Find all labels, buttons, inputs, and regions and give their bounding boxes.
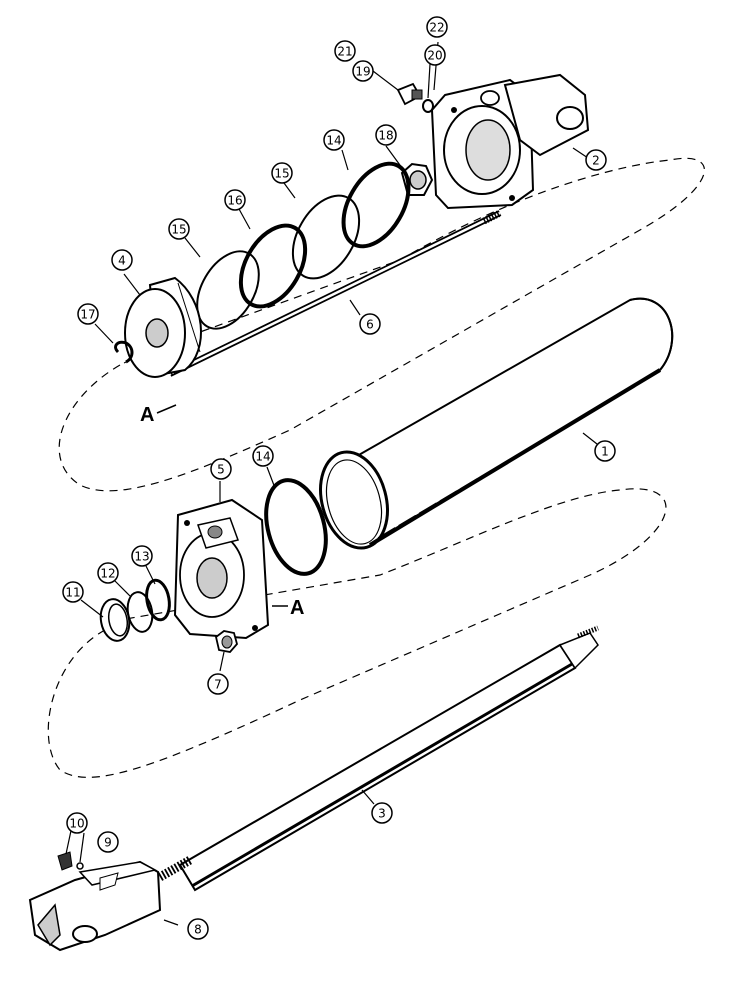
callout-3: 3 xyxy=(371,802,393,824)
svg-text:5: 5 xyxy=(217,463,225,477)
section-marker-upper: A xyxy=(140,404,154,426)
tie-rod-nut-part xyxy=(214,630,238,653)
callout-19: 19 xyxy=(352,60,374,82)
plug-fitting-part xyxy=(396,82,423,106)
callout-13: 13 xyxy=(131,545,153,567)
backup-ring-right-part xyxy=(291,194,361,280)
svg-text:6: 6 xyxy=(366,318,374,332)
callout-14-lower: 14 xyxy=(252,445,274,467)
svg-text:16: 16 xyxy=(227,194,242,208)
callout-15-right: 15 xyxy=(271,162,293,184)
svg-text:17: 17 xyxy=(80,308,95,322)
rear-head-part xyxy=(430,73,590,210)
svg-text:14: 14 xyxy=(326,134,341,148)
callout-20: 20 xyxy=(424,44,446,66)
section-marker-lower: A xyxy=(290,597,304,619)
svg-text:10: 10 xyxy=(69,817,84,831)
callout-8: 8 xyxy=(187,918,209,940)
svg-text:8: 8 xyxy=(194,923,202,937)
section-marker-upper-leader xyxy=(156,404,177,414)
callout-2: 2 xyxy=(585,149,607,171)
piston-rod-part xyxy=(157,625,599,892)
cylinder-barrel-part xyxy=(319,297,674,550)
lower-assembly-dashed-outline xyxy=(47,488,667,778)
svg-text:13: 13 xyxy=(134,550,149,564)
callout-5: 5 xyxy=(210,458,232,480)
svg-text:22: 22 xyxy=(429,21,444,35)
rod-clevis-part xyxy=(28,860,162,952)
rod-wiper-part xyxy=(99,598,131,642)
svg-text:3: 3 xyxy=(378,807,386,821)
svg-text:20: 20 xyxy=(427,49,442,63)
callout-18: 18 xyxy=(375,124,397,146)
svg-text:9: 9 xyxy=(104,836,112,850)
ball-part xyxy=(76,862,84,870)
callout-1: 1 xyxy=(594,440,616,462)
callout-6: 6 xyxy=(359,313,381,335)
svg-text:11: 11 xyxy=(65,586,80,600)
svg-text:21: 21 xyxy=(337,45,352,59)
callout-15-left: 15 xyxy=(168,218,190,240)
grease-fitting-part xyxy=(57,851,73,871)
piston-part xyxy=(124,276,202,378)
rod-seal-ring-part xyxy=(145,578,171,622)
front-head-part xyxy=(173,498,270,640)
svg-text:19: 19 xyxy=(355,65,370,79)
callout-9: 9 xyxy=(97,831,119,853)
svg-text:18: 18 xyxy=(378,129,393,143)
callout-leaders xyxy=(65,41,598,926)
backup-ring-left-part xyxy=(196,250,260,330)
piston-retaining-ring-part xyxy=(114,340,134,364)
callout-14-upper: 14 xyxy=(323,129,345,151)
callout-10: 10 xyxy=(66,812,88,834)
svg-text:7: 7 xyxy=(214,678,222,692)
o-ring-lower-part xyxy=(264,478,328,576)
tie-rod-part xyxy=(168,209,502,377)
svg-text:12: 12 xyxy=(100,567,115,581)
callout-21: 21 xyxy=(334,40,356,62)
svg-text:15: 15 xyxy=(171,223,186,237)
upper-assembly-dashed-outline xyxy=(58,157,705,492)
svg-text:4: 4 xyxy=(118,254,126,268)
callout-4: 4 xyxy=(111,249,133,271)
callout-22: 22 xyxy=(426,16,448,38)
piston-seal-part xyxy=(238,223,308,309)
callout-17: 17 xyxy=(77,303,99,325)
svg-text:14: 14 xyxy=(255,450,270,464)
callout-16: 16 xyxy=(224,189,246,211)
fitting-o-ring-part xyxy=(422,99,434,113)
svg-text:2: 2 xyxy=(592,154,600,168)
callout-11: 11 xyxy=(62,581,84,603)
svg-text:1: 1 xyxy=(601,445,609,459)
callout-7: 7 xyxy=(207,673,229,695)
callout-12: 12 xyxy=(97,562,119,584)
svg-text:15: 15 xyxy=(274,167,289,181)
